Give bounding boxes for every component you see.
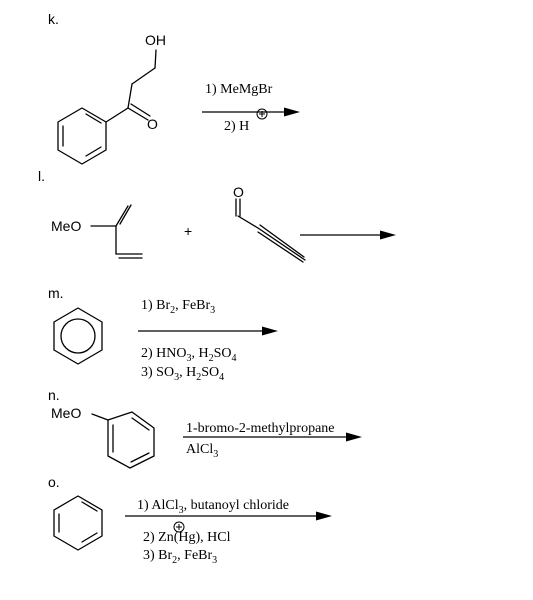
m-reaction-arrow	[138, 326, 278, 336]
m-reagent-step-2: 2) HNO3, H2SO4	[141, 346, 237, 364]
l-reaction-arrow	[300, 230, 396, 240]
problem-m-label: m.	[48, 285, 64, 301]
o-reagent-step-2: 2) Zn(Hg), HCl	[143, 530, 231, 545]
problem-n-label: n.	[48, 387, 60, 403]
n-reagent-2: AlCl3	[186, 442, 218, 460]
k-positive-charge-icon	[256, 108, 268, 120]
m-benzene-molecule	[53, 307, 103, 365]
problem-l-label: l.	[38, 168, 45, 184]
n-methoxy-label: MeO	[51, 405, 81, 421]
problem-o-label: o.	[48, 474, 60, 490]
k-phenyl-ketone-molecule	[57, 49, 157, 165]
k-benzene-ring	[57, 107, 107, 165]
k-reagent-step-2: 2) H	[224, 119, 249, 134]
problem-l: l. MeO + O	[38, 168, 396, 263]
k-ring-carbonyl-bond	[105, 107, 129, 123]
n-reaction-arrow	[183, 432, 362, 442]
l-ynal-molecule	[235, 198, 306, 263]
l-aldehyde-oxygen-label: O	[233, 184, 244, 200]
k-hydroxyl-label: OH	[145, 32, 166, 48]
k-carbonyl-oxygen-label: O	[147, 116, 158, 132]
problem-n: n. MeO 1-bromo-2-methylpropane AlCl3	[48, 387, 362, 469]
o-reagent-step-3: 3) Br2, FeBr3	[143, 548, 217, 566]
l-methoxy-diene-molecule	[90, 204, 143, 259]
o-positive-charge-icon	[173, 521, 185, 533]
o-benzene-molecule	[53, 495, 103, 551]
k-reagent-step-1: 1) MeMgBr	[205, 82, 273, 97]
l-plus-sign: +	[184, 223, 192, 239]
n-reagent-1: 1-bromo-2-methylpropane	[186, 421, 335, 436]
problem-k-label: k.	[48, 11, 59, 27]
o-reaction-arrow	[125, 511, 332, 521]
m-reagent-step-3: 3) SO3, H2SO4	[141, 365, 224, 383]
k-reaction-arrow	[202, 107, 300, 117]
problem-k: k. OH O 1) MeMgBr 2) H	[48, 11, 300, 165]
n-anisole-molecule	[91, 411, 155, 469]
problem-o: o. 1) AlCl3, butanoyl chloride 2) Zn(Hg)…	[48, 474, 332, 566]
l-methoxy-label: MeO	[51, 218, 81, 234]
o-reagent-step-1: 1) AlCl3, butanoyl chloride	[137, 498, 289, 516]
m-reagent-step-1: 1) Br2, FeBr3	[141, 298, 215, 316]
problem-m: m. 1) Br2, FeBr3 2) HNO3, H2SO4 3) SO3, …	[48, 285, 278, 383]
